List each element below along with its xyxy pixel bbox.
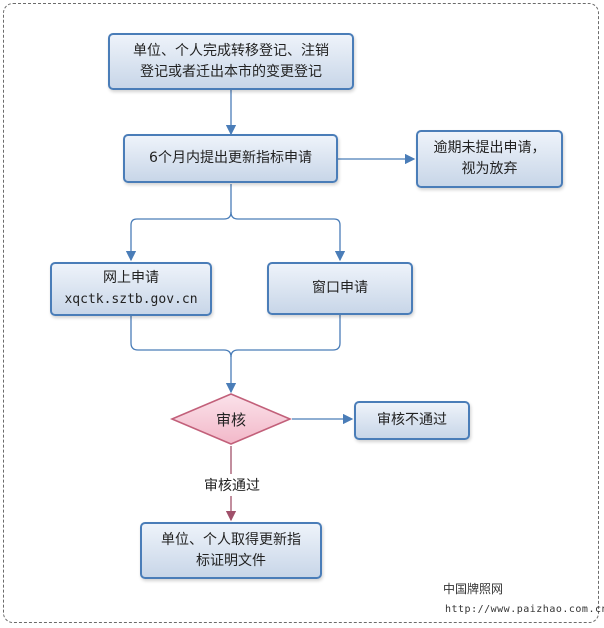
node-start-line1: 单位、个人完成转移登记、注销 [133,42,329,59]
node-window-apply: 窗口申请 [267,262,413,315]
edge-apply-split [125,184,232,262]
watermark-name: 中国牌照网 [443,582,504,596]
watermark-url: http://www.paizhao.com.cn [445,604,604,615]
node-result-line2: 标证明文件 [196,552,266,569]
node-review-fail-label: 审核不通过 [377,412,447,428]
diagram-frame [3,3,599,623]
edge-merge [130,315,237,394]
edge-label-review-pass-text: 审核通过 [204,478,260,494]
node-overdue-line1: 逾期未提出申请， [433,140,546,156]
node-apply-6-months-label: 6个月内提出更新指标申请 [149,150,312,166]
decision-review: 审核 [172,394,290,444]
node-online-apply: 网上申请 xqctk.sztb.gov.cn [50,262,212,316]
node-review-fail: 审核不通过 [354,401,470,440]
edge-apply-split-right [230,211,346,262]
node-result-line1: 单位、个人取得更新指 [161,531,301,548]
node-window-apply-label: 窗口申请 [312,280,368,296]
node-apply-6-months: 6个月内提出更新指标申请 [123,134,338,183]
node-online-apply-url: xqctk.sztb.gov.cn [64,292,198,307]
edge-merge-right [230,315,341,358]
edge-label-review-pass: 审核通过 [196,474,268,496]
node-start: 单位、个人完成转移登记、注销 登记或者迁出本市的变更登记 [108,33,354,90]
decision-review-label: 审核 [215,410,246,429]
node-overdue: 逾期未提出申请， 视为放弃 [416,130,563,188]
node-online-apply-title: 网上申请 [103,270,159,286]
node-result: 单位、个人取得更新指 标证明文件 [140,522,322,579]
node-start-line2: 登记或者迁出本市的变更登记 [140,63,322,80]
decision-review-shape [169,393,293,445]
node-overdue-line2: 视为放弃 [461,161,518,177]
